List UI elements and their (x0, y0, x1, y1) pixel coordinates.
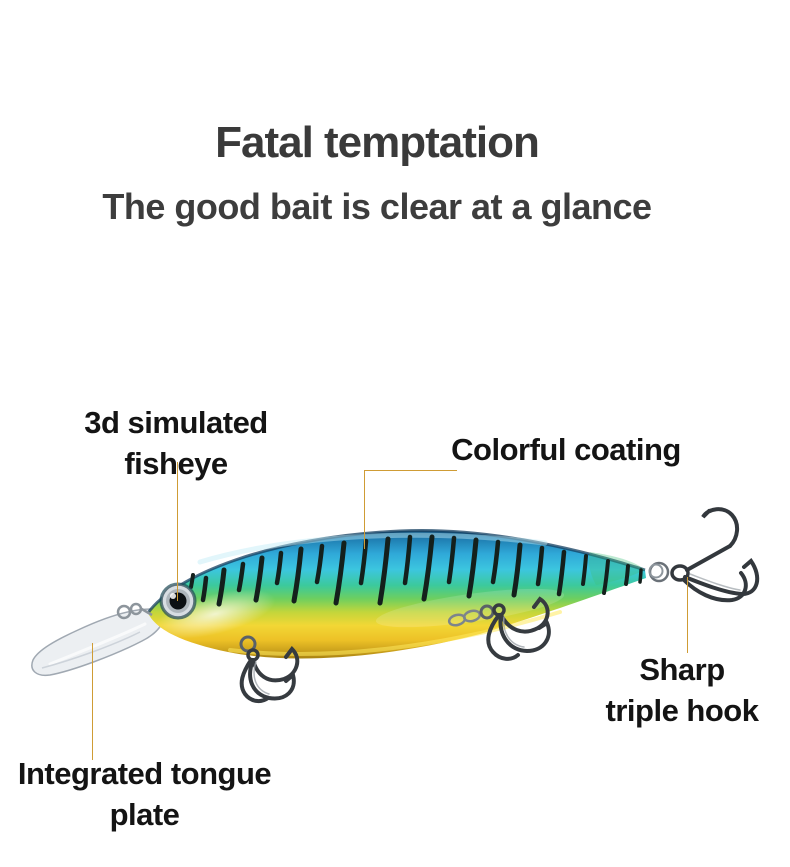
tongue-plate-leader-line (92, 643, 93, 760)
coating-label: Colorful coating (451, 432, 681, 467)
line-tie (116, 602, 153, 620)
tongue-plate-label: Integrated tongue plate (17, 756, 272, 832)
fisheye-label: 3d simulated fisheye (84, 405, 268, 481)
lure-body (146, 529, 646, 659)
belly-treble-hook (447, 596, 551, 661)
page-title: Fatal temptation (215, 118, 540, 167)
tiger-stripes (189, 534, 643, 607)
triple-hook-label: Sharp triple hook (605, 652, 759, 728)
fisheye-3d (159, 582, 197, 620)
coating-leader-line-horizontal (364, 470, 457, 471)
tail-treble-hook (648, 507, 760, 603)
triple-hook-leader-line (687, 577, 688, 653)
front-treble-hook (239, 635, 300, 704)
coating-leader-line-vertical (364, 470, 365, 549)
tongue-plate (31, 608, 165, 677)
page-subtitle: The good bait is clear at a glance (102, 186, 652, 227)
fisheye-leader-line (177, 462, 178, 601)
